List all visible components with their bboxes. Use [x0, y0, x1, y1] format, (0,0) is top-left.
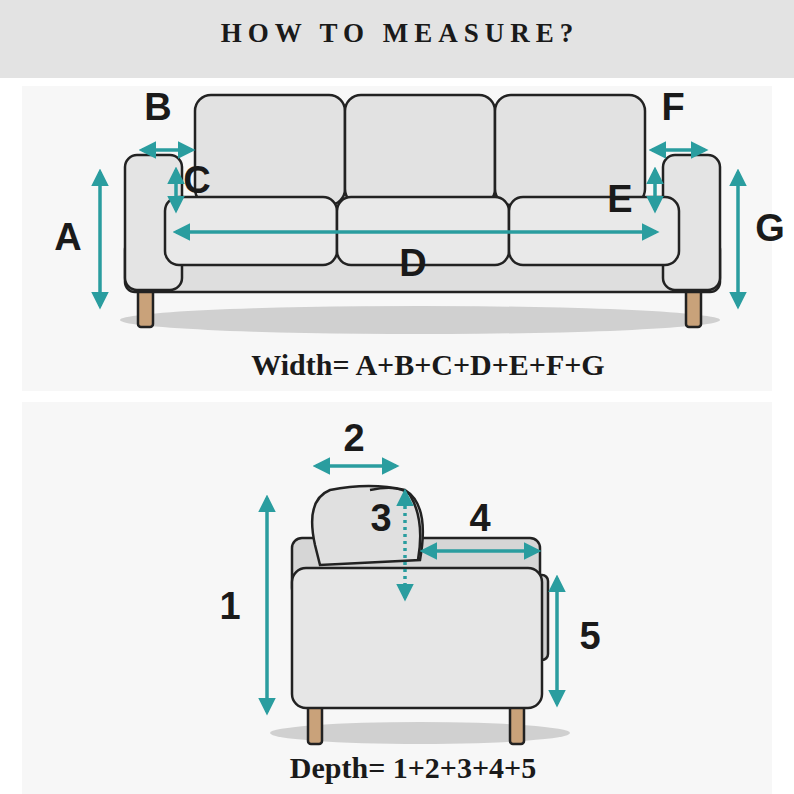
dimension-label: 3	[370, 497, 391, 540]
dimension-label: E	[607, 178, 632, 221]
page-title: HOW TO MEASURE?	[221, 18, 580, 49]
dimension-label: C	[183, 159, 210, 202]
dimension-label: 4	[469, 497, 490, 540]
dimension-label: 1	[219, 585, 240, 628]
dimension-label: G	[755, 207, 785, 250]
dimension-label: 5	[579, 615, 600, 658]
dimension-label: F	[661, 86, 684, 129]
dimension-label: D	[399, 242, 426, 285]
dimension-label: B	[144, 86, 171, 129]
dimension-label: A	[54, 216, 81, 259]
dimension-label: 2	[343, 417, 364, 460]
measure-formula: Width= A+B+C+D+E+F+G	[251, 348, 604, 382]
measure-formula: Depth= 1+2+3+4+5	[290, 751, 536, 785]
